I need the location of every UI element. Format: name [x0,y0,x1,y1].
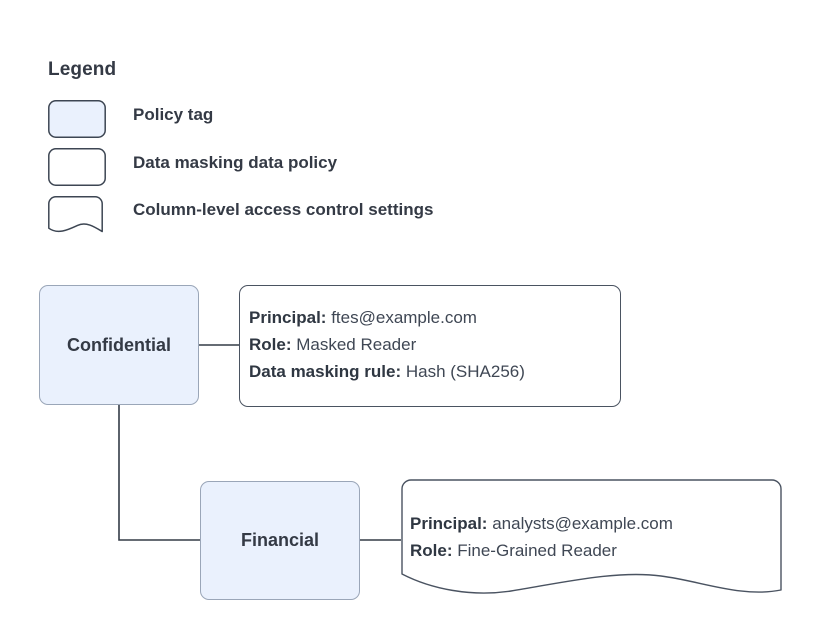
detail-key-masking-rule: Data masking rule: [249,362,402,381]
detail-line-principal-2: Principal: analysts@example.com [410,510,673,537]
legend-swatch-data-masking-policy [48,148,106,186]
legend-label-data-masking-policy: Data masking data policy [133,153,338,172]
legend-label-policy-tag: Policy tag [133,105,214,124]
detail-box-confidential-policy[interactable]: Principal: ftes@example.com Role: Masked… [239,285,621,407]
detail-box-financial-settings[interactable]: Principal: analysts@example.com Role: Fi… [401,479,783,599]
node-financial[interactable]: Financial [200,481,360,600]
detail-key-principal-2: Principal: [410,514,488,533]
detail-key-role-2: Role: [410,541,453,560]
detail-box-financial-settings-outline [401,479,782,594]
detail-key-principal: Principal: [249,308,327,327]
detail-value-role: Masked Reader [296,335,417,354]
legend-swatch-policy-tag [48,100,106,138]
legend-label-column-access-settings: Column-level access control settings [133,200,434,219]
detail-value-principal-2: analysts@example.com [492,514,673,533]
legend-swatch-column-access-settings [44,195,106,237]
detail-value-masking-rule: Hash (SHA256) [405,362,525,381]
detail-value-role-2: Fine-Grained Reader [457,541,617,560]
detail-line-role-2: Role: Fine-Grained Reader [410,537,617,564]
detail-line-principal: Principal: ftes@example.com [249,304,477,331]
legend-title: Legend [48,59,117,80]
detail-line-masking-rule: Data masking rule: Hash (SHA256) [249,358,525,385]
detail-value-principal: ftes@example.com [331,308,477,327]
node-confidential-label: Confidential [67,334,171,355]
detail-key-role: Role: [249,335,292,354]
connector-confidential-to-financial [118,405,201,541]
node-confidential[interactable]: Confidential [39,285,199,405]
node-financial-label: Financial [240,530,320,550]
detail-line-role: Role: Masked Reader [249,331,416,358]
